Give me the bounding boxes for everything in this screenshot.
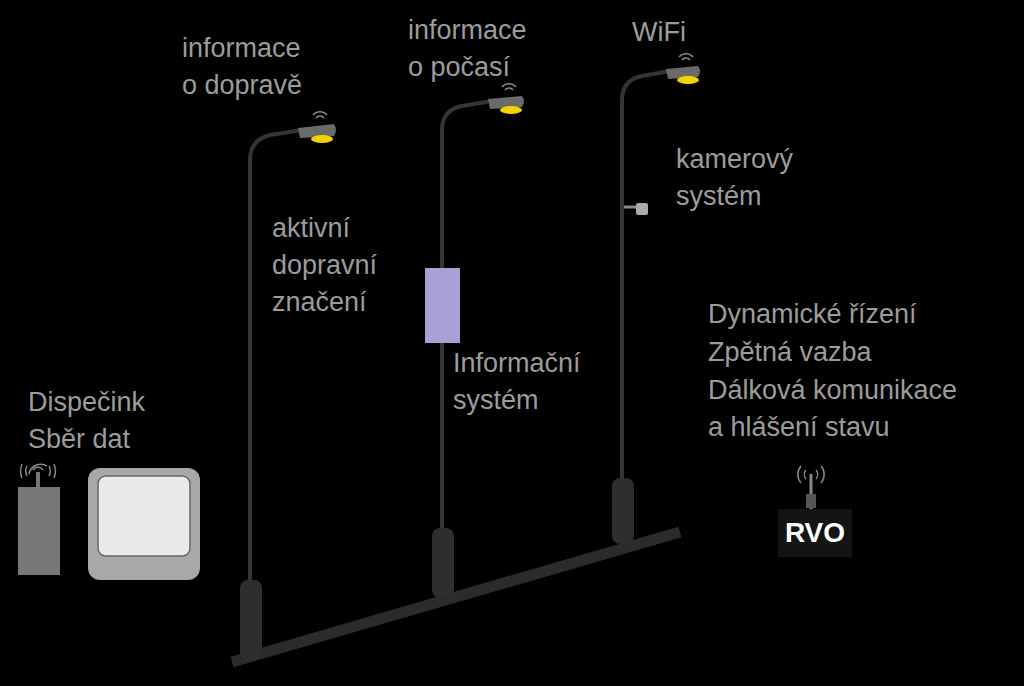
annotation-label: aktivní dopravní značení [272, 210, 402, 321]
annotation-label: Dynamické řízení [708, 296, 978, 333]
annotation-label: WiFi [632, 14, 752, 51]
camera [624, 203, 648, 215]
annotation-label: Informační systém [453, 345, 613, 419]
rvo-box: RVO [778, 509, 852, 557]
base-line [232, 532, 680, 662]
lamp-pole [425, 84, 524, 598]
antenna [798, 466, 824, 510]
annotation-label: Dálková komunikace a hlášení stavu [708, 372, 978, 446]
annotation-label: Dispečink [28, 384, 228, 421]
annotation-label: Zpětná vazba [708, 334, 978, 371]
information-panel [425, 268, 460, 343]
annotation-label: Sběr dat [28, 421, 228, 458]
dispatch-equipment [18, 464, 200, 580]
node-text: RVO [784, 517, 846, 549]
lamp-pole [240, 112, 336, 660]
annotation-label: kamerový systém [676, 141, 811, 215]
lamp-pole [612, 54, 700, 544]
annotation-label: informace o počasí [408, 12, 543, 86]
annotation-label: informace o dopravě [182, 30, 317, 104]
